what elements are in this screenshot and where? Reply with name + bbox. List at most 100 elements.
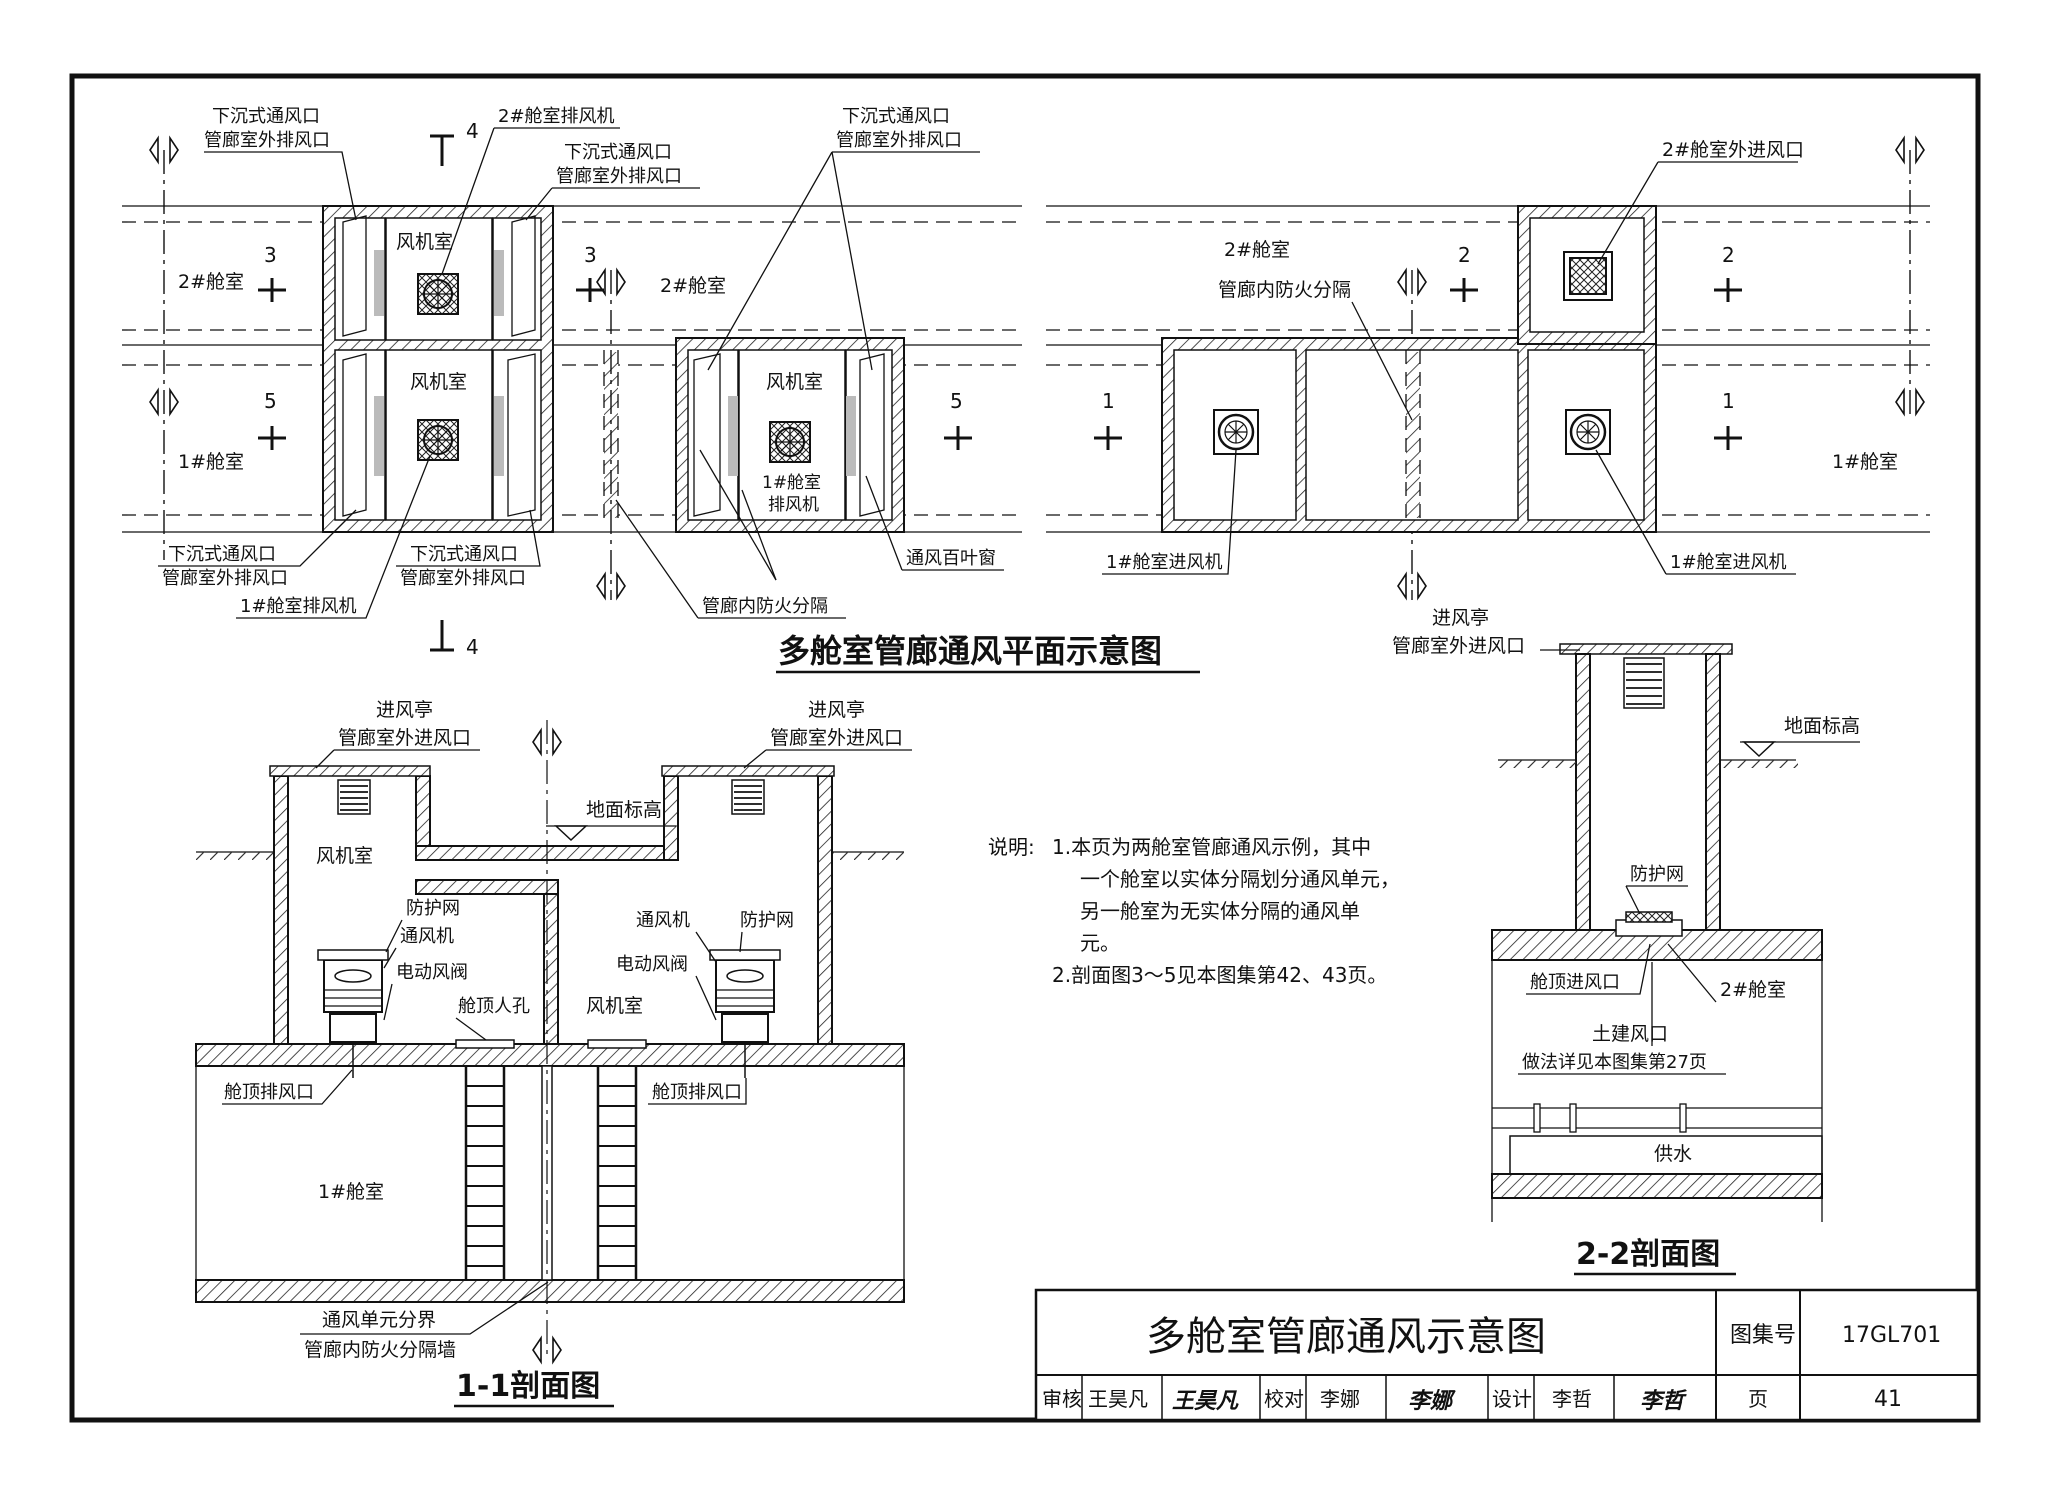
designer: 李哲 [1552,1387,1592,1411]
section-22-title: 2-2剖面图 [1576,1237,1720,1272]
boundary-2: 管廊内防火分隔墙 [304,1339,456,1361]
room-2-label: 2#舱室 [178,271,244,293]
fan-room-right-label: 风机室 [586,995,643,1017]
kiosk-22-1: 进风亭 [1432,607,1489,629]
kiosk-left-2: 管廊室外进风口 [338,727,471,749]
room-2-label-mid: 2#舱室 [660,275,726,297]
callout-inlet2: 2#舱室外进风口 [1662,139,1804,161]
guard-net-left: 防护网 [406,898,460,919]
ground-label-1: 地面标高 [586,799,662,821]
callout-firewall: 管廊内防火分隔 [702,596,828,617]
section-mark-3-left: 3 [264,243,277,267]
callout-fan1: 1#舱室排风机 [240,596,357,617]
ladder-left [464,1066,506,1280]
callout-fan2: 2#舱室排风机 [498,106,615,127]
fan-room-bottom: 风机室 [410,371,467,393]
callout-bot-mid-1: 下沉式通风口 [410,544,518,565]
room-2-label-right: 2#舱室 [1224,239,1290,261]
title-main: 多舱室管廊通风示意图 [1146,1314,1546,1360]
fan-room-right: 风机室 [766,371,823,393]
damper-right-label: 电动风阀 [616,954,688,975]
callout-top-right-2: 管廊室外排风口 [836,130,962,151]
callout-top-right-1: 下沉式通风口 [842,106,950,127]
guard-net-right: 防护网 [740,910,794,931]
notes-line2: 一个舱室以实体分隔划分通风单元， [1080,867,1400,891]
reviewer: 王昊凡 [1088,1387,1148,1411]
plan-title: 多舱室管廊通风平面示意图 [778,632,1162,670]
ground-label-2: 地面标高 [1784,715,1860,737]
section-11-title: 1-1剖面图 [456,1369,600,1404]
section-mark-1-right: 1 [1722,389,1735,413]
roof-exhaust-left: 舱顶排风口 [224,1082,314,1103]
sheet-border [69,73,1981,1423]
fan-right-label: 通风机 [636,910,690,931]
notes-line5: 2.剖面图3～5见本图集第42、43页。 [1052,963,1387,987]
louver-22 [1623,657,1665,709]
water-label: 供水 [1654,1143,1692,1165]
callout-bot-mid-2: 管廊室外排风口 [400,568,526,589]
atlas-label: 图集号 [1730,1323,1796,1348]
callout-bot-left-1: 下沉式通风口 [168,544,276,565]
section-mark-3-right: 3 [584,243,597,267]
firewall-label-right: 管廊内防火分隔 [1218,279,1351,301]
section-mark-1-left: 1 [1102,389,1115,413]
fan-room-top: 风机室 [396,231,453,253]
room-1-label: 1#舱室 [178,451,244,473]
callout-top-left-2: 管廊室外排风口 [204,130,330,151]
kiosk-left-1: 进风亭 [376,699,433,721]
section-mark-4-bottom: 4 [466,635,479,659]
plan-right: 2 2 1 1 2#舱室 管廊内防火分隔 2#舱室外进风口 1#舱室 1#舱室进… [1046,135,1930,601]
callout-top-left-1: 下沉式通风口 [212,106,320,127]
design-label: 设计 [1492,1387,1532,1411]
designer-signature: 李哲 [1640,1389,1687,1414]
reviewer-signature: 王昊凡 [1172,1389,1239,1414]
kiosk-right-1: 进风亭 [808,699,865,721]
callout-top-mid-2: 管廊室外排风口 [556,166,682,187]
callout-fan-in-right: 1#舱室进风机 [1670,552,1787,573]
ladder-right [596,1066,638,1280]
notes-line1: 1.本页为两舱室管廊通风示例，其中 [1052,835,1371,859]
fan1-inline-2: 排风机 [768,495,819,515]
check-label: 校对 [1264,1387,1304,1411]
atlas-no: 17GL701 [1842,1323,1941,1348]
section-mark-2-left: 2 [1458,243,1471,267]
louver-right [731,779,765,815]
fan-room-left-label: 风机室 [316,845,373,867]
notes: 说明: 1.本页为两舱室管廊通风示例，其中 一个舱室以实体分隔划分通风单元， 另… [988,835,1400,987]
callout-fan-in-left: 1#舱室进风机 [1106,552,1223,573]
checker: 李娜 [1320,1387,1360,1411]
callout-top-mid-1: 下沉式通风口 [564,142,672,163]
review-label: 审核 [1042,1387,1082,1411]
checker-signature: 李娜 [1408,1389,1456,1414]
damper-left-label: 电动风阀 [396,962,468,983]
notes-line3: 另一舱室为无实体分隔的通风单 [1080,899,1360,923]
section-mark-4-top: 4 [466,119,479,143]
louver-left [337,779,371,815]
fan-unit-left [317,949,389,1078]
notes-line4: 元。 [1080,931,1120,955]
civil-note: 做法详见本图集第27页 [1522,1052,1707,1073]
guard-net-22: 防护网 [1630,864,1684,885]
room-1-section: 1#舱室 [318,1181,384,1203]
roof-inlet-22: 舱顶进风口 [1530,972,1620,993]
roof-exhaust-right: 舱顶排风口 [652,1082,742,1103]
section-mark-5-left: 5 [264,389,277,413]
fan-unit-right [709,949,781,1078]
page-label: 页 [1748,1387,1768,1411]
callout-bot-left-2: 管廊室外排风口 [162,568,288,589]
civil-vent: 土建风口 [1592,1023,1668,1045]
section-mark-5-right: 5 [950,389,963,413]
section-1-1: 进风亭 管廊室外进风口 进风亭 管廊室外进风口 地面标高 风机室 风机室 防护网… [195,699,912,1408]
section-mark-2-right: 2 [1722,243,1735,267]
fan-left-label: 通风机 [400,926,454,947]
kiosk-22-2: 管廊室外进风口 [1392,635,1525,657]
room-1-label-right: 1#舱室 [1832,451,1898,473]
plan-left: 4 4 3 3 5 5 2#舱室 2#舱室 1#舱室 风机室 风机室 风机室 1… [122,106,1022,659]
notes-prefix: 说明: [988,835,1035,859]
section-2-2: 进风亭 管廊室外进风口 地面标高 防护网 舱顶进风口 2#舱室 土建风口 做法详… [1392,607,1860,1276]
manhole-label: 舱顶人孔 [458,996,530,1017]
title-block: 多舱室管廊通风示意图 图集号 17GL701 审核 王昊凡 王昊凡 校对 李娜 … [1034,1288,1980,1422]
callout-louver: 通风百叶窗 [906,548,996,569]
fan1-inline-1: 1#舱室 [762,473,821,493]
